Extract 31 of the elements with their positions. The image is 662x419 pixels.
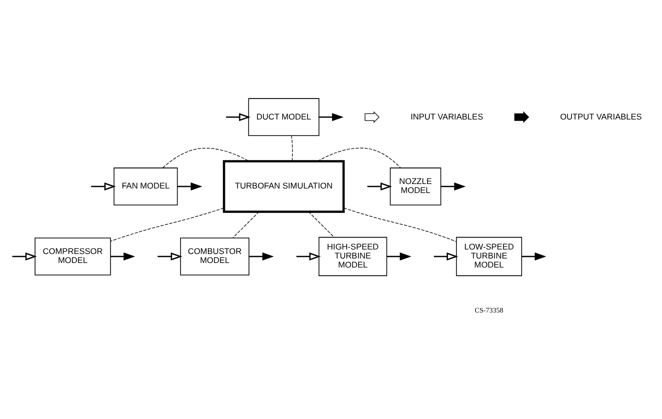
node-box: TURBOFAN SIMULATION [222, 160, 345, 213]
node-box: NOZZLE MODEL [390, 168, 442, 206]
arrow [249, 252, 274, 261]
node-box: COMPRESSOR MODEL [34, 238, 111, 276]
connector [110, 208, 224, 242]
arrow [110, 252, 136, 261]
legend-label: OUTPUT VARIABLES [560, 111, 642, 122]
arrow [319, 113, 344, 122]
arrow [12, 252, 37, 261]
connector [162, 148, 250, 168]
arrow [158, 252, 182, 261]
node-box: HIGH-SPEED TURBINE MODEL [318, 236, 388, 276]
connector [308, 211, 334, 238]
node-box: LOW-SPEED TURBINE MODEL [456, 236, 522, 276]
connector [291, 136, 293, 162]
arrow [177, 182, 202, 191]
arrow [296, 252, 321, 261]
arrow [386, 252, 412, 261]
arrow [434, 252, 458, 261]
arrow [440, 182, 466, 191]
arrow [91, 182, 116, 191]
connector [317, 148, 401, 168]
arrow [522, 252, 546, 261]
arrow [367, 182, 392, 191]
node-box: DUCT MODEL [248, 98, 320, 136]
connector [343, 208, 457, 242]
arrow [226, 113, 251, 122]
node-box: FAN MODEL [114, 168, 178, 206]
connector [232, 211, 260, 238]
legend-label: INPUT VARIABLES [410, 111, 484, 122]
node-box: COMBUSTOR MODEL [180, 238, 250, 276]
